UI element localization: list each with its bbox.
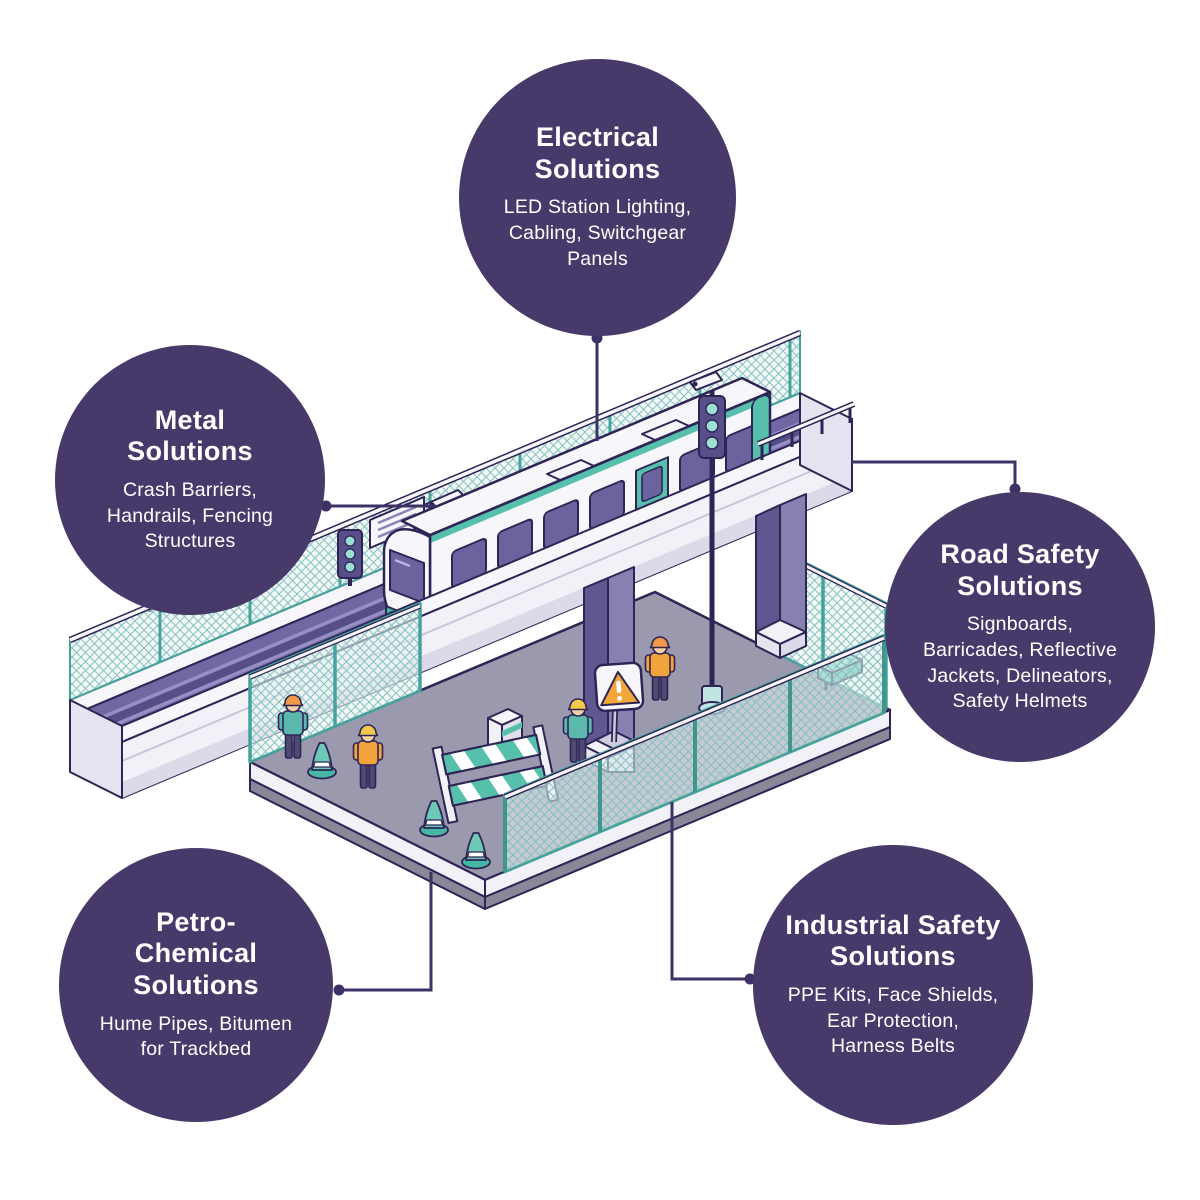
- parapet-handrail: [756, 401, 856, 460]
- connector-road-safety: [852, 460, 1021, 495]
- solution-bubble-petro-chemical: Petro- Chemical Solutions Hume Pipes, Bi…: [59, 848, 333, 1122]
- bubble-title: Road Safety Solutions: [940, 538, 1100, 601]
- connector-petro-chemical: [333, 872, 433, 996]
- connector-metal: [320, 500, 436, 512]
- bubble-description: LED Station Lighting, Cabling, Switchgea…: [503, 196, 692, 270]
- bubble-description: Signboards, Barricades, Reflective Jacke…: [922, 613, 1118, 713]
- bubble-description: Hume Pipes, Bitumen for Trackbed: [99, 1012, 293, 1061]
- striped-barricade: [431, 724, 560, 824]
- station-platform: [248, 590, 892, 910]
- bubble-title: Metal Solutions: [127, 404, 253, 467]
- bubble-title: Electrical Solutions: [534, 122, 661, 184]
- connector-industrial-safety: [670, 802, 756, 985]
- bubble-description: PPE Kits, Face Shields, Ear Protection, …: [787, 983, 999, 1058]
- solution-bubble-electrical: Electrical Solutions LED Station Lightin…: [459, 59, 736, 336]
- solution-bubble-metal: Metal Solutions Crash Barriers, Handrail…: [55, 345, 325, 615]
- solution-bubble-industrial-safety: Industrial Safety Solutions PPE Kits, Fa…: [753, 845, 1033, 1125]
- traffic-light-small: [337, 529, 363, 586]
- solution-bubble-road-safety: Road Safety Solutions Signboards, Barric…: [885, 492, 1155, 762]
- traffic-light-mast: [689, 371, 726, 715]
- platform-front-fence: [503, 633, 886, 874]
- connectors: [320, 332, 1021, 996]
- bubble-title: Petro- Chemical Solutions: [133, 906, 259, 1001]
- bubble-description: Crash Barriers, Handrails, Fencing Struc…: [106, 478, 274, 553]
- bubble-title: Industrial Safety Solutions: [785, 909, 1001, 972]
